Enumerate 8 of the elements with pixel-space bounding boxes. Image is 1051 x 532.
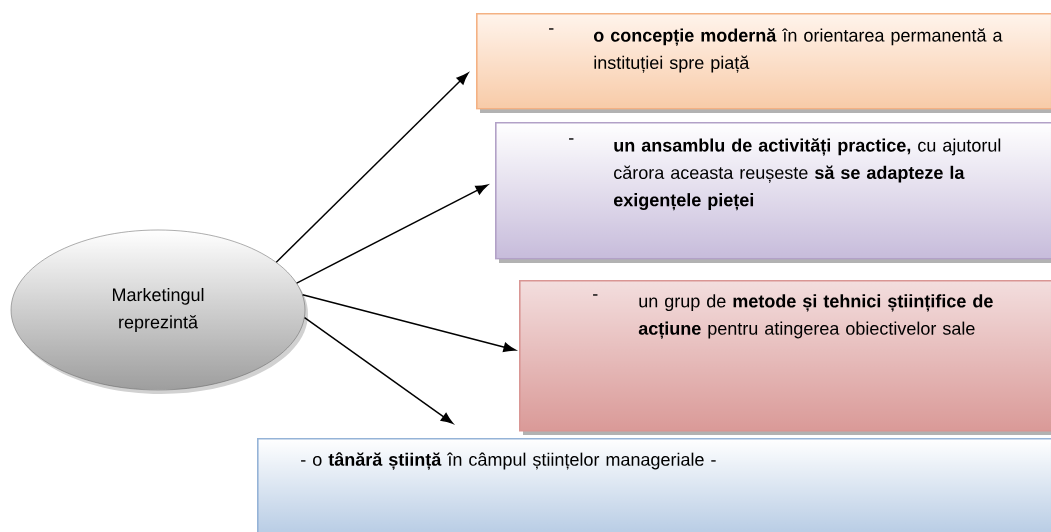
arrow	[303, 316, 454, 424]
arrow	[295, 184, 488, 284]
text-box: - un grup de metode și tehnici științifice de acțiune pentru atingerea obiectivelor sale	[519, 280, 1051, 435]
text-box: - un ansamblu de activități practice, cu ajutorul cărora aceasta reușeste să se adapteze la exigențele pieței	[495, 122, 1051, 263]
arrow	[301, 294, 516, 352]
text-box: - o concepție modernă în orientarea permanentă a instituției spre piață	[476, 13, 1051, 113]
text-box: - o tânără știință în câmpul științelor manageriale -	[257, 438, 1051, 532]
arrow	[275, 72, 469, 263]
